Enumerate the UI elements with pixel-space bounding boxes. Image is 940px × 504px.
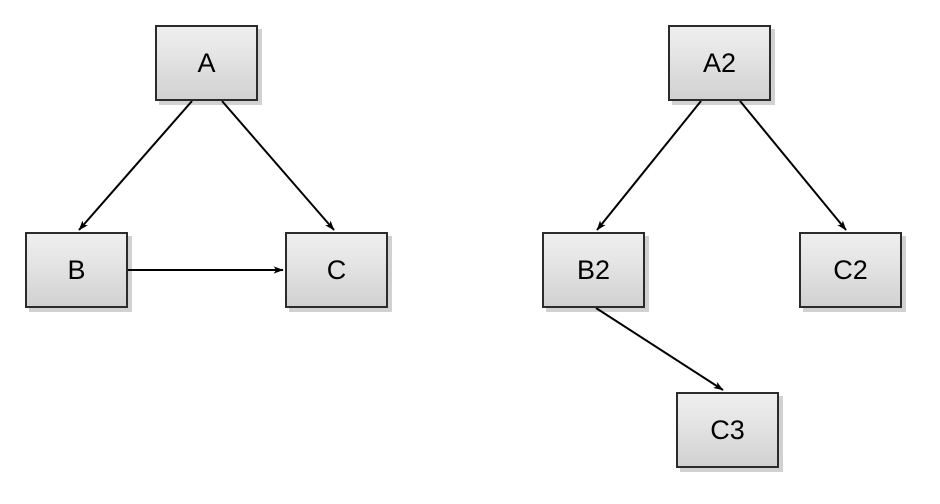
node-label-c: C (326, 254, 347, 285)
edge-a-to-b (78, 100, 193, 231)
edge-b2-to-c3 (595, 307, 724, 391)
node-label-a2: A2 (702, 47, 737, 78)
node-label-c2: C2 (833, 254, 868, 285)
edge-a-to-c (221, 100, 335, 231)
node-label-b2: B2 (576, 254, 611, 285)
node-b2[interactable]: B2 (542, 232, 645, 308)
node-label-a: A (197, 47, 216, 78)
node-c[interactable]: C (285, 232, 388, 308)
node-a2[interactable]: A2 (668, 25, 771, 101)
node-label-c3: C3 (710, 414, 745, 445)
edges-group (78, 100, 847, 391)
edge-a2-to-c2 (739, 100, 847, 231)
node-b[interactable]: B (25, 232, 128, 308)
edge-a2-to-b2 (596, 100, 702, 231)
node-c3[interactable]: C3 (676, 392, 779, 468)
node-label-b: B (67, 254, 86, 285)
node-a[interactable]: A (155, 25, 258, 101)
node-c2[interactable]: C2 (799, 232, 902, 308)
